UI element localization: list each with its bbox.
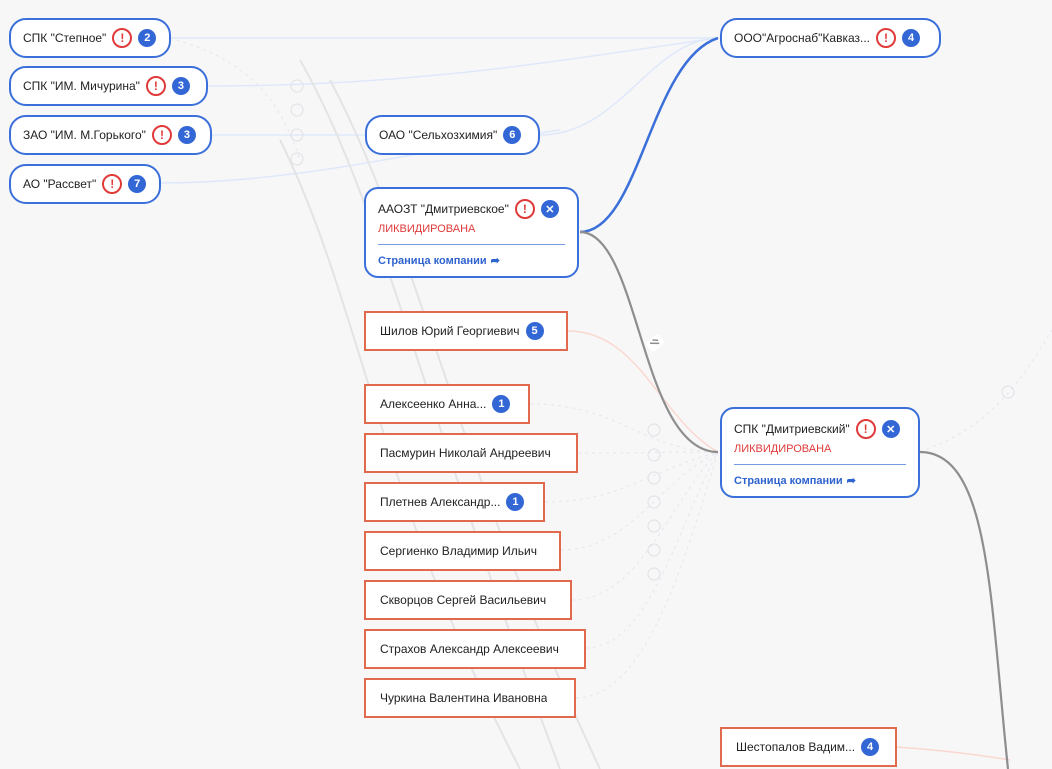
count-badge: 1 xyxy=(492,395,511,413)
person-node[interactable]: Плетнев Александр... 1 xyxy=(364,482,545,522)
person-node[interactable]: Страхов Александр Алексеевич xyxy=(364,629,586,669)
person-name: Плетнев Александр... xyxy=(380,495,501,509)
company-page-link-label: Страница компании xyxy=(378,254,487,267)
person-node[interactable]: Пасмурин Николай Андреевич xyxy=(364,433,578,473)
company-node-gorkogo[interactable]: ЗАО "ИМ. М.Горького" ! 3 xyxy=(9,115,212,155)
warning-icon: ! xyxy=(145,76,166,96)
company-name: СПК "ИМ. Мичурина" xyxy=(23,79,140,93)
company-node-rassvet[interactable]: АО "Рассвет" ! 7 xyxy=(9,164,161,204)
person-name: Шилов Юрий Георгиевич xyxy=(380,324,520,338)
company-name: ОАО "Сельхозхимия" xyxy=(379,128,498,142)
company-node-stepnoe[interactable]: СПК "Степное" ! 2 xyxy=(9,18,171,58)
company-name: ААОЗТ "Дмитриевское" xyxy=(378,202,509,216)
company-name: СПК "Дмитриевский" xyxy=(734,422,850,436)
warning-icon: ! xyxy=(514,199,535,219)
person-node-shestopalov[interactable]: Шестопалов Вадим... 4 xyxy=(720,727,897,767)
company-page-link[interactable]: Страница компании ➦ xyxy=(378,254,565,268)
person-node-shilov[interactable]: Шилов Юрий Георгиевич 5 xyxy=(364,311,568,351)
count-badge: 3 xyxy=(177,126,196,144)
count-badge: 7 xyxy=(128,175,147,193)
person-node[interactable]: Сергиенко Владимир Ильич xyxy=(364,531,561,571)
edge-marker-icon xyxy=(646,334,664,352)
company-node-michurina[interactable]: СПК "ИМ. Мичурина" ! 3 xyxy=(9,66,208,106)
person-node[interactable]: Чуркина Валентина Ивановна xyxy=(364,678,576,718)
person-name: Сергиенко Владимир Ильич xyxy=(380,544,537,558)
warning-icon: ! xyxy=(102,174,123,194)
person-node[interactable]: Скворцов Сергей Васильевич xyxy=(364,580,572,620)
person-name: Алексеенко Анна... xyxy=(380,397,487,411)
count-badge: 5 xyxy=(525,322,544,340)
close-icon[interactable]: ✕ xyxy=(881,420,900,438)
divider xyxy=(378,244,565,245)
count-badge: 2 xyxy=(138,29,157,47)
company-name: ООО"Агроснаб"Кавказ... xyxy=(734,31,871,45)
count-badge: 4 xyxy=(902,29,921,47)
warning-icon: ! xyxy=(112,28,133,48)
person-name: Скворцов Сергей Васильевич xyxy=(380,593,547,607)
count-badge: 1 xyxy=(506,493,525,511)
status-label: ЛИКВИДИРОВАНА xyxy=(734,443,832,455)
person-name: Страхов Александр Алексеевич xyxy=(380,642,559,656)
company-page-link-label: Страница компании xyxy=(734,474,843,487)
person-name: Пасмурин Николай Андреевич xyxy=(380,446,551,460)
close-icon[interactable]: ✕ xyxy=(540,200,559,218)
person-name: Шестопалов Вадим... xyxy=(736,740,856,754)
count-badge: 4 xyxy=(861,738,880,756)
count-badge: 6 xyxy=(503,126,522,144)
share-arrow-icon: ➦ xyxy=(490,255,500,267)
company-name: АО "Рассвет" xyxy=(23,177,97,191)
warning-icon: ! xyxy=(855,419,876,439)
company-card-dmitrievsky[interactable]: СПК "Дмитриевский" ! ✕ ЛИКВИДИРОВАНА Стр… xyxy=(720,407,920,498)
divider xyxy=(734,464,906,465)
company-name: СПК "Степное" xyxy=(23,31,107,45)
company-node-agrosnab[interactable]: ООО"Агроснаб"Кавказ... ! 4 xyxy=(720,18,941,58)
warning-icon: ! xyxy=(876,28,897,48)
status-label: ЛИКВИДИРОВАНА xyxy=(378,223,476,235)
warning-icon: ! xyxy=(151,125,172,145)
share-arrow-icon: ➦ xyxy=(846,475,856,487)
company-card-dmitrievskoe[interactable]: ААОЗТ "Дмитриевское" ! ✕ ЛИКВИДИРОВАНА С… xyxy=(364,187,579,278)
company-name: ЗАО "ИМ. М.Горького" xyxy=(23,128,146,142)
person-name: Чуркина Валентина Ивановна xyxy=(380,691,548,705)
person-node[interactable]: Алексеенко Анна... 1 xyxy=(364,384,530,424)
count-badge: 3 xyxy=(171,77,190,95)
company-page-link[interactable]: Страница компании ➦ xyxy=(734,474,906,488)
company-node-selkhozkhimiya[interactable]: ОАО "Сельхозхимия" 6 xyxy=(365,115,540,155)
